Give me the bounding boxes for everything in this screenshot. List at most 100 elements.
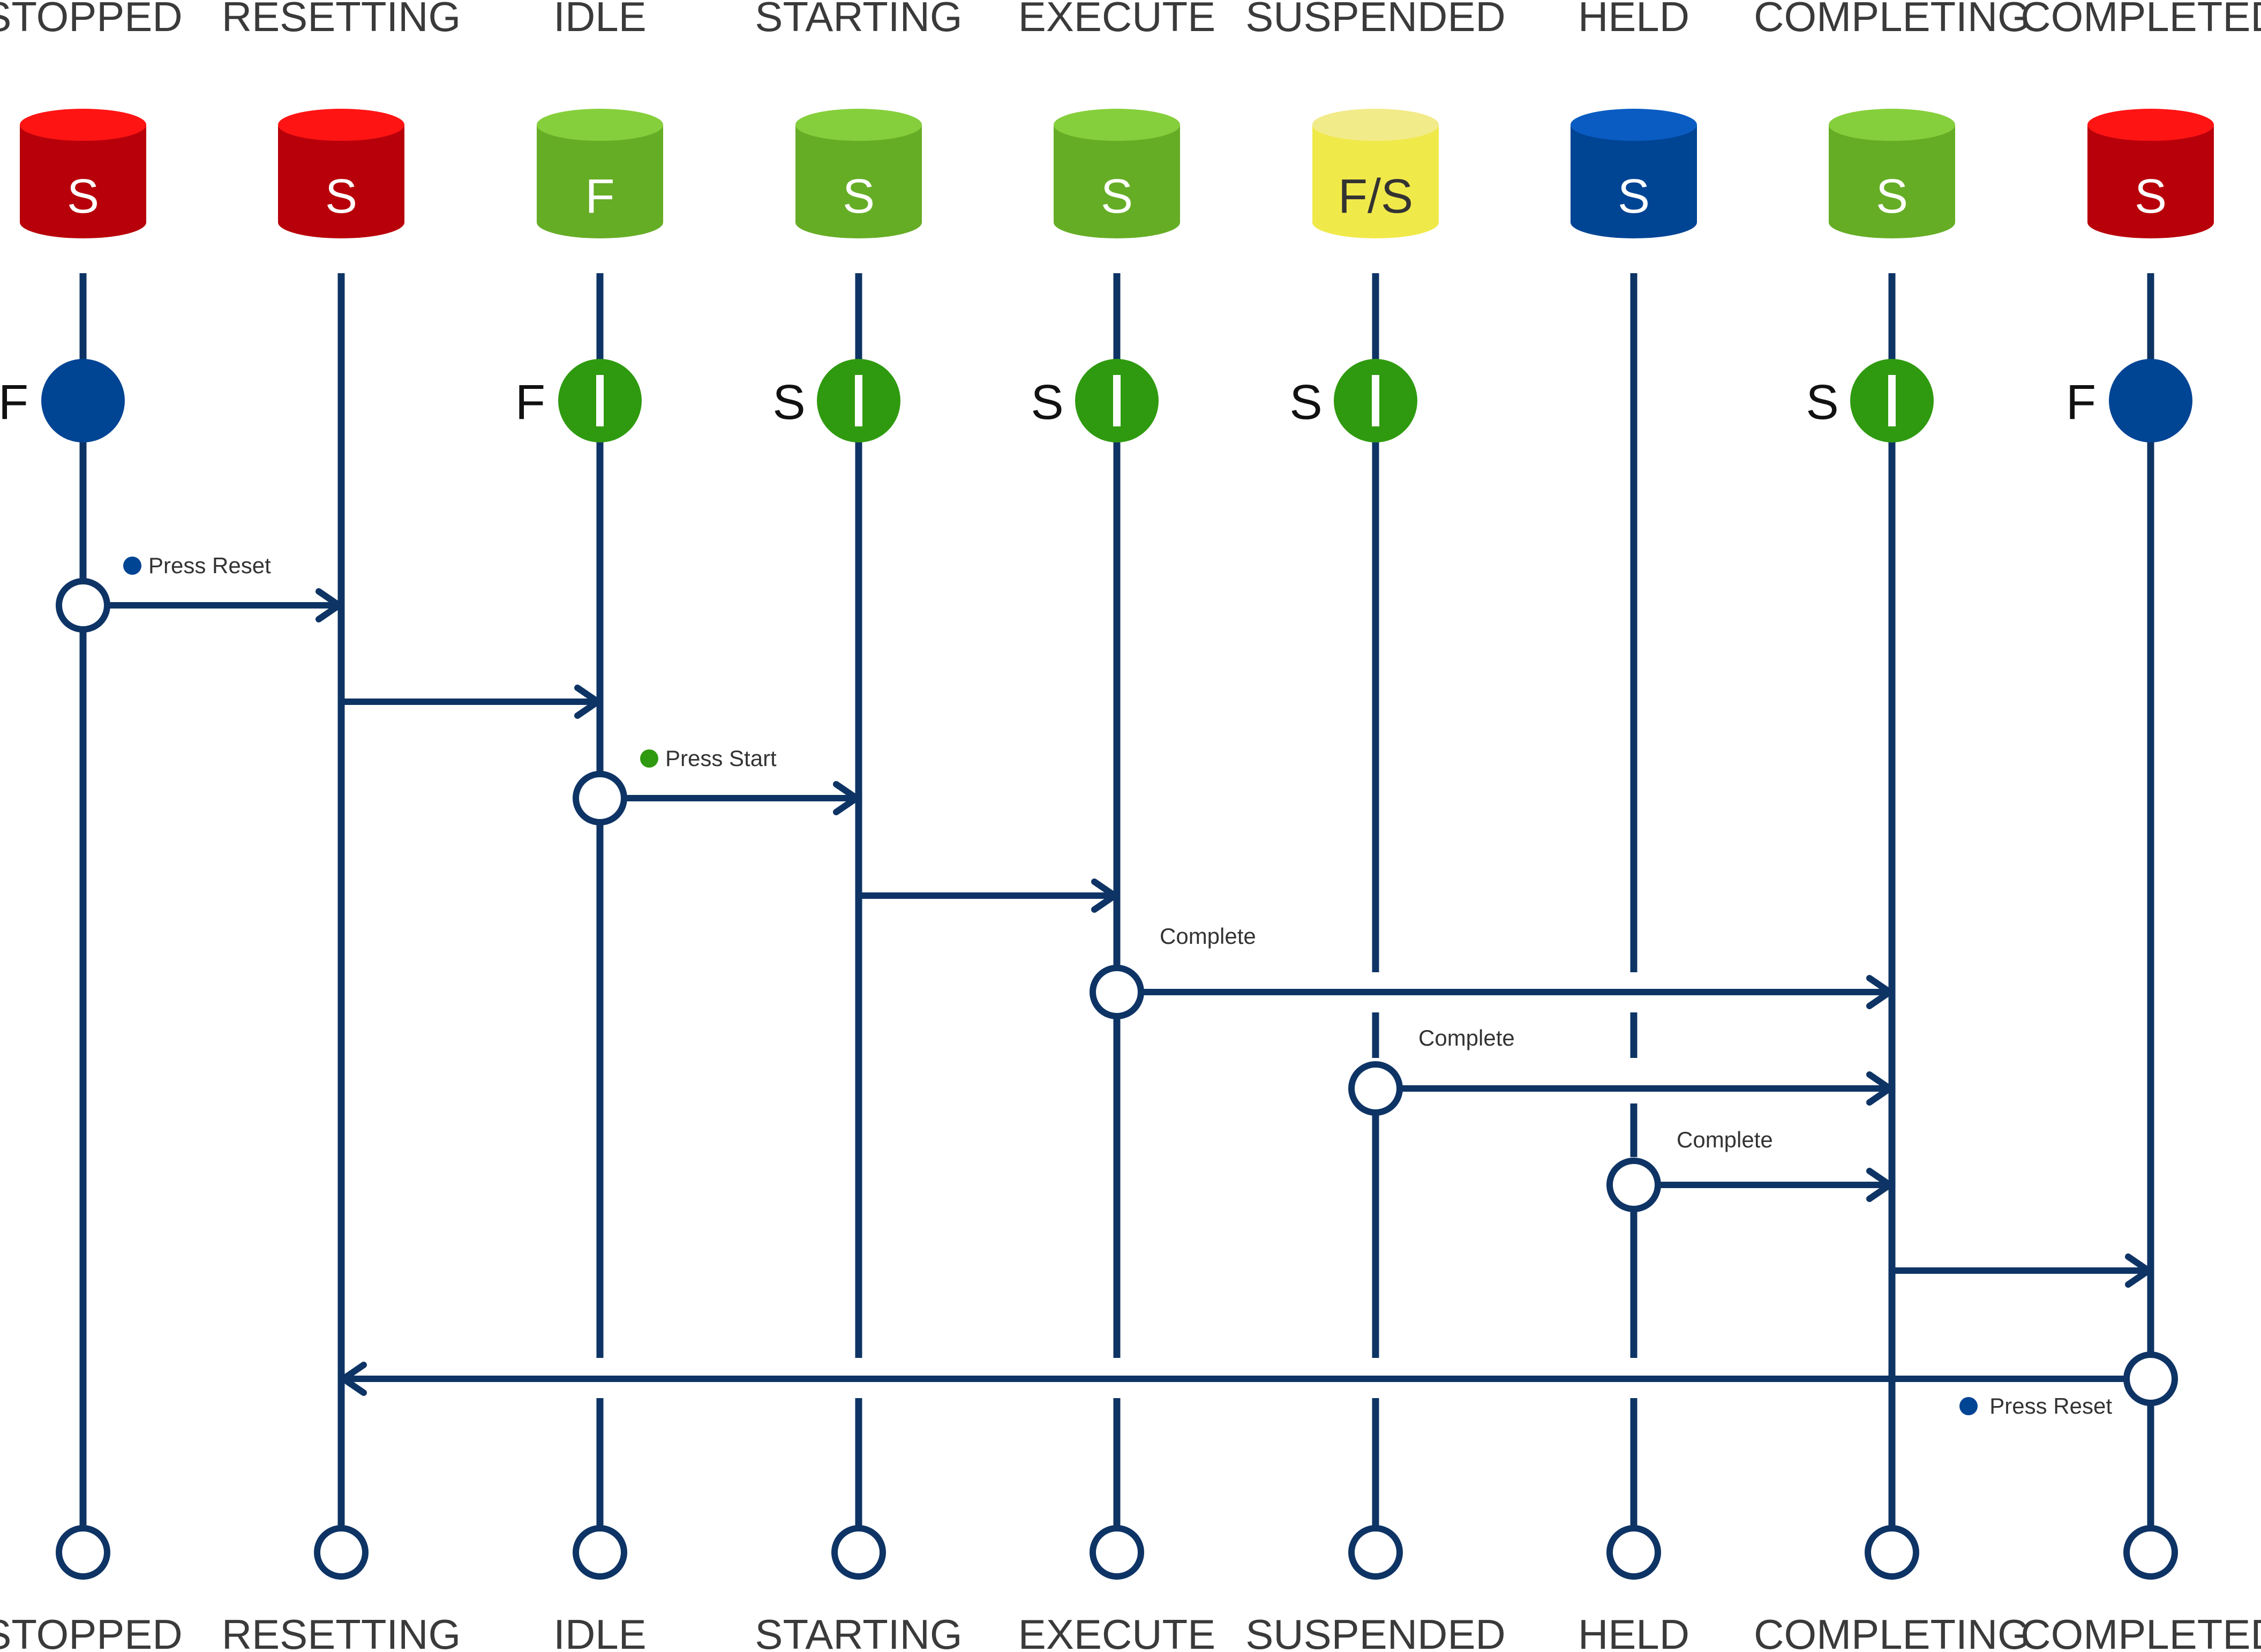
arrowhead-icon — [1866, 1071, 1893, 1106]
indicator-letter-idle: F — [515, 375, 545, 430]
state-code-completing: S — [1876, 170, 1908, 223]
state-label-top-stopped: STOPPED — [0, 0, 183, 40]
state-label-bottom-completed: COMPLETED — [2020, 1611, 2261, 1652]
cylinder-body — [1312, 125, 1439, 238]
indicator-circle — [41, 359, 125, 442]
transition-stopped-to-resetting: Press Reset — [56, 553, 342, 633]
bottom-marker-starting — [831, 1525, 886, 1580]
transition-label: Press Start — [665, 746, 777, 771]
cylinder-top — [537, 109, 663, 141]
transition-label: Press Reset — [148, 553, 271, 578]
transition-resetting-to-idle — [341, 685, 601, 719]
state-cylinder-idle: F — [537, 109, 663, 238]
arrowhead-icon — [1866, 1168, 1893, 1202]
indicator-completing: S — [1806, 359, 1934, 442]
cylinder-top — [795, 109, 922, 141]
state-code-completed: S — [2135, 170, 2167, 223]
transition-execute-to-completing: Complete — [1090, 923, 1893, 1019]
state-cylinder-held: S — [1571, 109, 1697, 238]
state-cylinder-execute: S — [1054, 109, 1180, 238]
state-cylinder-completing: S — [1829, 109, 1955, 238]
transition-suspended-to-completing: Complete — [1348, 1025, 1893, 1116]
bottom-markers — [56, 1525, 2178, 1580]
indicator-bar — [596, 375, 604, 426]
indicator-bar — [855, 375, 862, 426]
state-cylinder-completed: S — [2087, 109, 2214, 238]
cylinder-top — [1054, 109, 1180, 141]
cylinder-top — [1571, 109, 1697, 141]
indicator-starting: S — [772, 359, 900, 442]
trigger-dot-icon — [640, 749, 658, 768]
transition-start-marker — [1348, 1061, 1403, 1116]
cylinder-body — [795, 125, 922, 238]
state-label-bottom-execute: EXECUTE — [1018, 1611, 1215, 1652]
transition-completed-to-resetting: Press Reset — [340, 1351, 2178, 1418]
bottom-marker-completing — [1865, 1525, 1919, 1580]
state-code-stopped: S — [67, 170, 99, 223]
indicator-bar — [1113, 375, 1121, 426]
state-label-top-completing: COMPLETING — [1754, 0, 2030, 40]
cylinder-body — [1054, 125, 1180, 238]
cylinder-body — [1571, 125, 1697, 238]
arrowhead-icon — [833, 781, 860, 815]
bottom-marker-execute — [1090, 1525, 1144, 1580]
transition-idle-to-starting: Press Start — [573, 746, 860, 825]
cylinder-top — [1829, 109, 1955, 141]
indicator-letter-stopped: F — [0, 375, 28, 430]
indicator-execute: S — [1031, 359, 1159, 442]
state-label-top-suspended: SUSPENDED — [1245, 0, 1505, 40]
trigger-dot-icon — [123, 557, 141, 575]
state-code-resetting: S — [325, 170, 357, 223]
indicator-circle — [2109, 359, 2192, 442]
state-label-bottom-completing: COMPLETING — [1754, 1611, 2030, 1652]
state-label-top-idle: IDLE — [553, 0, 646, 40]
transition-starting-to-execute — [859, 878, 1118, 913]
state-label-top-starting: STARTING — [755, 0, 962, 40]
cylinder-body — [2087, 125, 2214, 238]
cylinder-body — [278, 125, 404, 238]
state-label-top-execute: EXECUTE — [1018, 0, 1215, 40]
arrowhead-icon — [1091, 878, 1118, 913]
indicator-letter-suspended: S — [1289, 375, 1322, 430]
transition-label: Complete — [1160, 923, 1256, 949]
state-label-bottom-held: HELD — [1578, 1611, 1689, 1652]
indicator-completed: F — [2066, 359, 2192, 442]
state-cylinder-starting: S — [795, 109, 922, 238]
state-label-bottom-idle: IDLE — [553, 1611, 646, 1652]
bottom-marker-completed — [2123, 1525, 2178, 1580]
trigger-dot-icon — [1959, 1397, 1978, 1415]
state-cylinder-suspended: F/S — [1312, 109, 1439, 238]
cylinder-top — [20, 109, 146, 141]
indicator-letter-completing: S — [1806, 375, 1838, 430]
arrowhead-icon — [2125, 1253, 2152, 1288]
indicator-bar — [1372, 375, 1379, 426]
state-code-execute: S — [1101, 170, 1133, 223]
indicator-letter-execute: S — [1031, 375, 1063, 430]
transition-label: Press Reset — [1989, 1393, 2112, 1418]
cylinder-body — [537, 125, 663, 238]
bottom-marker-idle — [573, 1525, 627, 1580]
bottom-marker-held — [1606, 1525, 1661, 1580]
state-lanes — [79, 273, 2154, 1548]
state-label-bottom-stopped: STOPPED — [0, 1611, 183, 1652]
transition-start-marker — [56, 578, 110, 633]
state-cylinder-resetting: S — [278, 109, 404, 238]
state-code-suspended: F/S — [1338, 170, 1413, 223]
arrowhead-icon — [1866, 975, 1893, 1009]
indicator-stopped: F — [0, 359, 125, 442]
state-label-bottom-suspended: SUSPENDED — [1245, 1611, 1505, 1652]
transition-start-marker — [1606, 1158, 1661, 1212]
indicator-letter-starting: S — [772, 375, 805, 430]
state-label-top-completed: COMPLETED — [2020, 0, 2261, 40]
cylinder-top — [278, 109, 404, 141]
state-cylinders: S S F S S F/S S S S — [20, 109, 2214, 238]
indicator-suspended: S — [1289, 359, 1417, 442]
bottom-marker-resetting — [314, 1525, 369, 1580]
state-label-top-held: HELD — [1578, 0, 1689, 40]
indicator-idle: F — [515, 359, 642, 442]
arrowhead-icon — [340, 1362, 367, 1396]
